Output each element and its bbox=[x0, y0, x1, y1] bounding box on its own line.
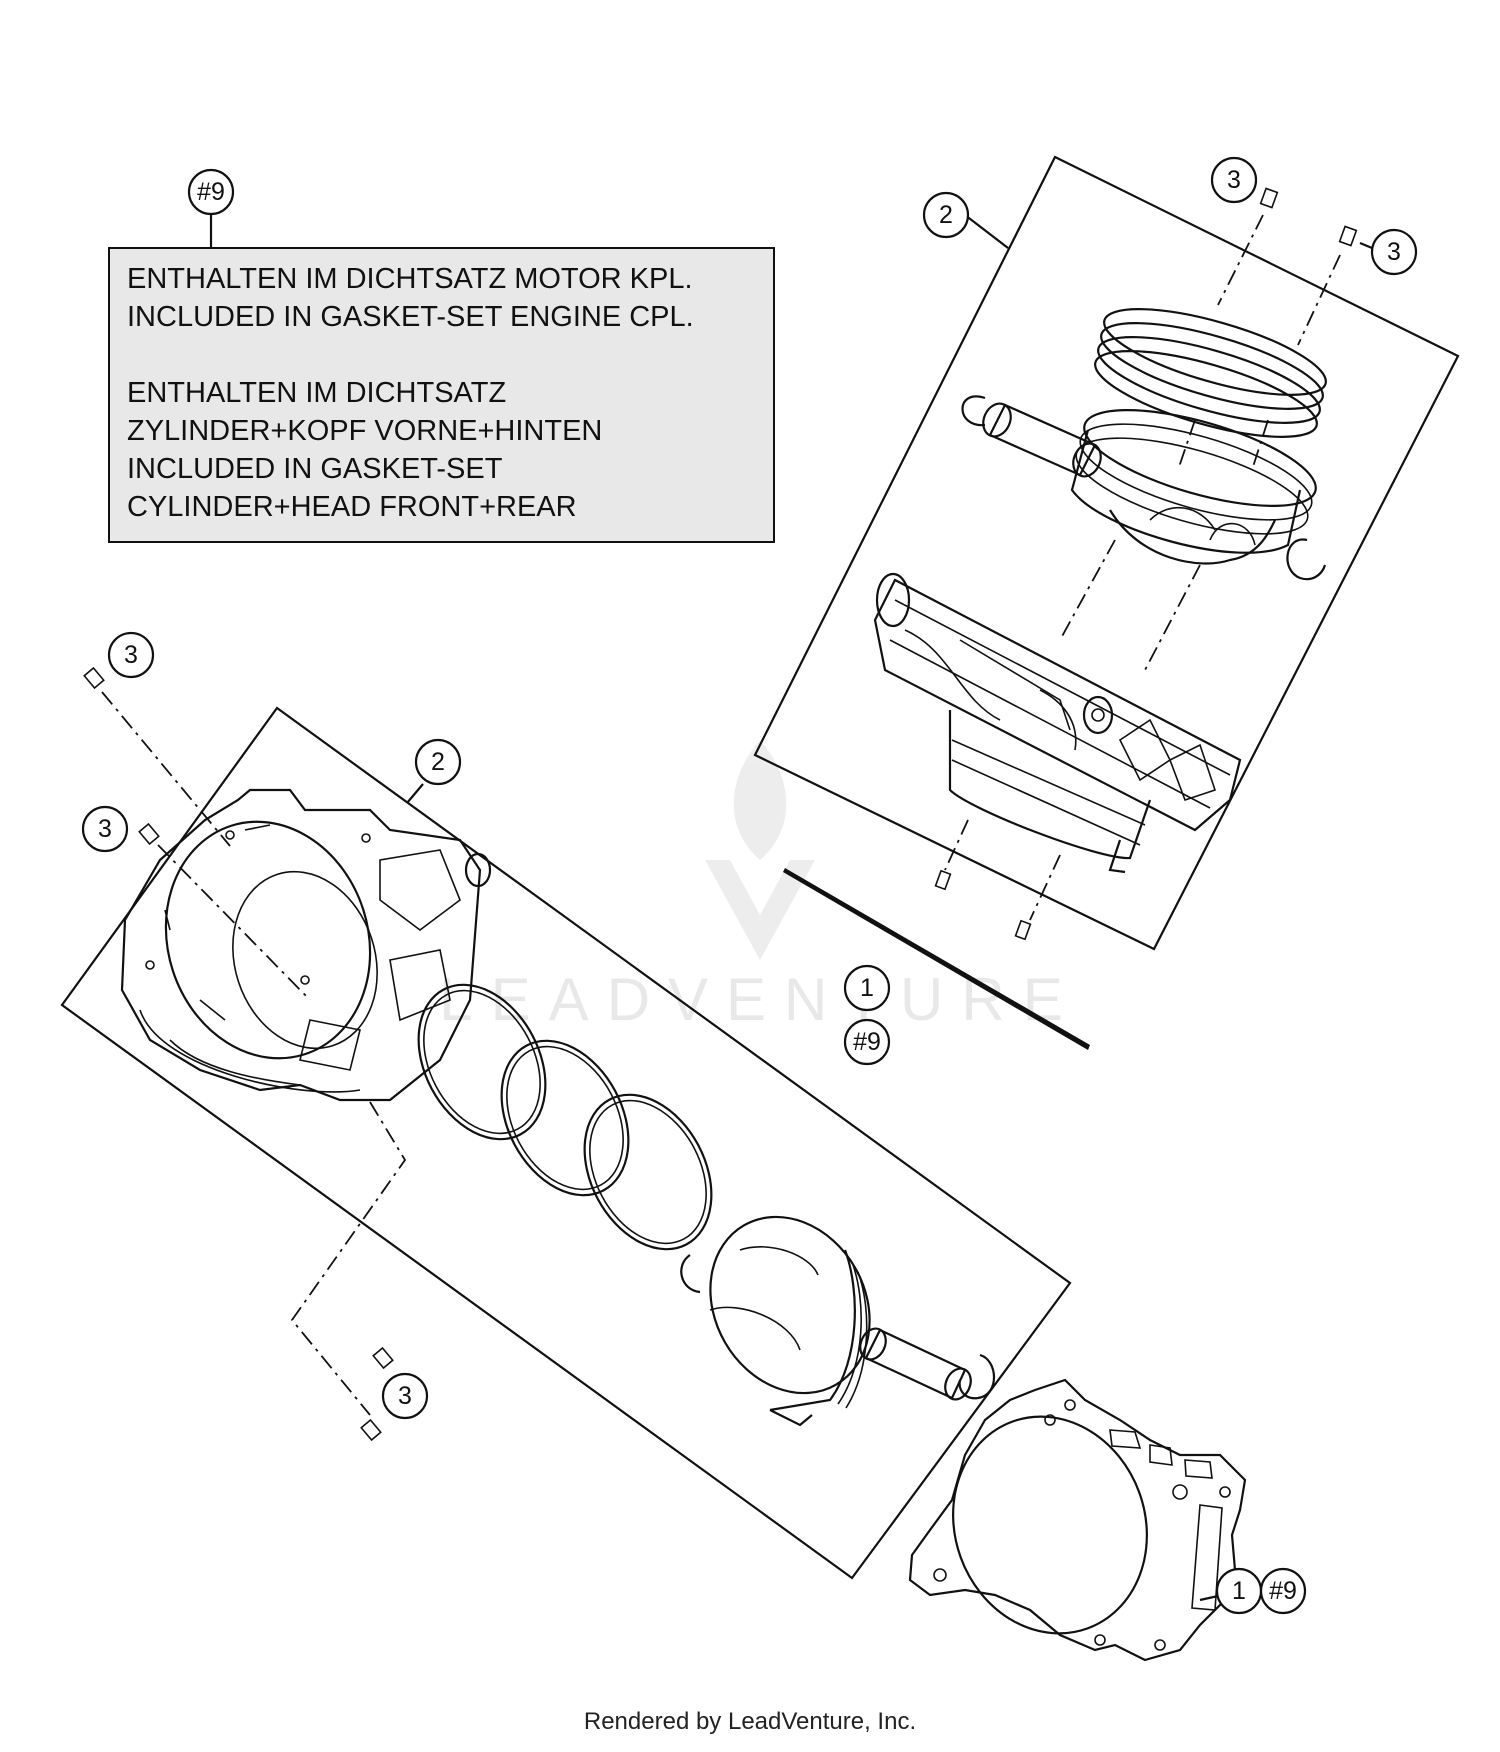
watermark-text: LEADVENTURE bbox=[439, 966, 1080, 1033]
callout-2-label: 2 bbox=[939, 201, 953, 229]
upper-cylinder-assembly: 2 3 3 1 #9 bbox=[753, 155, 1460, 1066]
callout-3-label: 3 bbox=[124, 641, 138, 669]
note-ref-callout bbox=[187, 168, 235, 216]
piston-pin-upper bbox=[982, 402, 1102, 478]
dowel-pin bbox=[83, 666, 105, 690]
piston-rings-lower bbox=[417, 983, 713, 1251]
gasket-set-note: #9 ENTHALTEN IM DICHTSATZ MOTOR KPL. INC… bbox=[108, 168, 775, 543]
dowel-pin bbox=[372, 1346, 394, 1370]
callout-3 bbox=[1210, 156, 1258, 204]
cylinder-upper bbox=[873, 572, 1242, 874]
callout-3-label: 3 bbox=[398, 1382, 412, 1410]
note-line: ENTHALTEN IM DICHTSATZ bbox=[127, 377, 506, 409]
piston-lower bbox=[709, 1215, 871, 1427]
callout-3 bbox=[107, 631, 155, 679]
group-frame-lower bbox=[60, 706, 1072, 1580]
callout-3 bbox=[81, 805, 129, 853]
note-line: ENTHALTEN IM DICHTSATZ MOTOR KPL. bbox=[127, 263, 693, 295]
callout-1-label: 1 bbox=[1232, 1577, 1246, 1605]
callout-3-label: 3 bbox=[98, 815, 112, 843]
callout-3 bbox=[381, 1372, 429, 1420]
note-line: INCLUDED IN GASKET-SET ENGINE CPL. bbox=[127, 301, 694, 333]
callout-3-label: 3 bbox=[1227, 166, 1241, 194]
piston-rings-upper bbox=[1094, 308, 1327, 438]
render-credit: Rendered by LeadVenture, Inc. bbox=[583, 1708, 917, 1735]
circlip bbox=[958, 1353, 995, 1400]
dowel-pin bbox=[1259, 187, 1279, 209]
callout-3 bbox=[1370, 228, 1418, 276]
note-box bbox=[108, 247, 775, 543]
callout-1 bbox=[843, 964, 891, 1012]
piston-upper bbox=[1070, 409, 1317, 565]
dowel-pin bbox=[1338, 225, 1358, 247]
callout-ref9-label: #9 bbox=[1269, 1577, 1297, 1605]
callout-2 bbox=[414, 738, 462, 786]
callout-ref9 bbox=[843, 1018, 891, 1066]
circlip bbox=[961, 395, 986, 427]
base-gasket-edge bbox=[783, 868, 1090, 1050]
cylinder-lower bbox=[120, 788, 492, 1102]
callout-ref9-label: #9 bbox=[853, 1028, 881, 1056]
callout-ref9 bbox=[1259, 1567, 1307, 1615]
dowel-pin bbox=[138, 822, 160, 846]
circlip bbox=[1286, 538, 1327, 581]
callout-2-label: 2 bbox=[431, 748, 445, 776]
leadventure-watermark: LEADVENTURE bbox=[439, 740, 1080, 1033]
callout-3-label: 3 bbox=[1387, 238, 1401, 266]
circlip bbox=[680, 1254, 701, 1294]
piston-pin-lower bbox=[859, 1327, 972, 1401]
callout-2 bbox=[922, 191, 970, 239]
cylinder-head-gasket: 1 #9 bbox=[908, 1378, 1307, 1662]
note-line: INCLUDED IN GASKET-SET bbox=[127, 453, 503, 485]
dowel-pin bbox=[934, 869, 952, 891]
callout-1-label: 1 bbox=[860, 974, 874, 1002]
note-ref-label: #9 bbox=[197, 178, 225, 206]
note-line: CYLINDER+HEAD FRONT+REAR bbox=[127, 491, 577, 523]
dowel-pin bbox=[360, 1418, 382, 1442]
note-line: ZYLINDER+KOPF VORNE+HINTEN bbox=[127, 415, 602, 447]
dowel-pin bbox=[1014, 919, 1032, 941]
lower-cylinder-assembly: 3 3 2 3 bbox=[60, 631, 1072, 1580]
